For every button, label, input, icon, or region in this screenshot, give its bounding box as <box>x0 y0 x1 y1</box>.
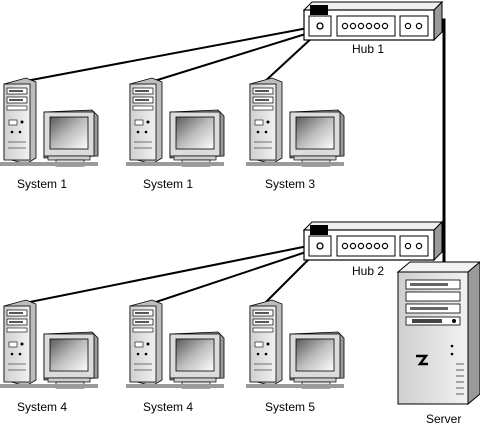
link-system-3-hub1 <box>261 35 315 85</box>
link-system-1a-hub1 <box>9 27 309 85</box>
system-label-5: System 4 <box>142 400 193 414</box>
workstation-system-1a <box>0 77 99 167</box>
link-system-1b-hub1 <box>137 31 313 87</box>
system-label-1: System 1 <box>16 177 67 191</box>
link-system-4a-hub2 <box>9 245 309 307</box>
hub-1-label: Hub 1 <box>352 42 385 56</box>
workstation-system-3 <box>245 77 345 167</box>
system-label-3: System 3 <box>264 177 315 191</box>
hub-2-label: Hub 2 <box>352 264 385 278</box>
hub-1 <box>303 1 443 41</box>
server-tower <box>396 261 480 406</box>
system-label-4: System 4 <box>16 400 67 414</box>
server-label: Server <box>426 412 462 426</box>
system-label-6: System 5 <box>264 400 315 414</box>
link-system-5-hub2 <box>261 253 315 307</box>
workstation-system-1b <box>125 77 225 167</box>
hub-2 <box>303 221 443 261</box>
workstation-system-5 <box>245 299 345 389</box>
workstation-system-4b <box>125 299 225 389</box>
link-system-4b-hub2 <box>137 249 313 309</box>
system-label-2: System 1 <box>142 177 193 191</box>
workstation-system-4a <box>0 299 99 389</box>
